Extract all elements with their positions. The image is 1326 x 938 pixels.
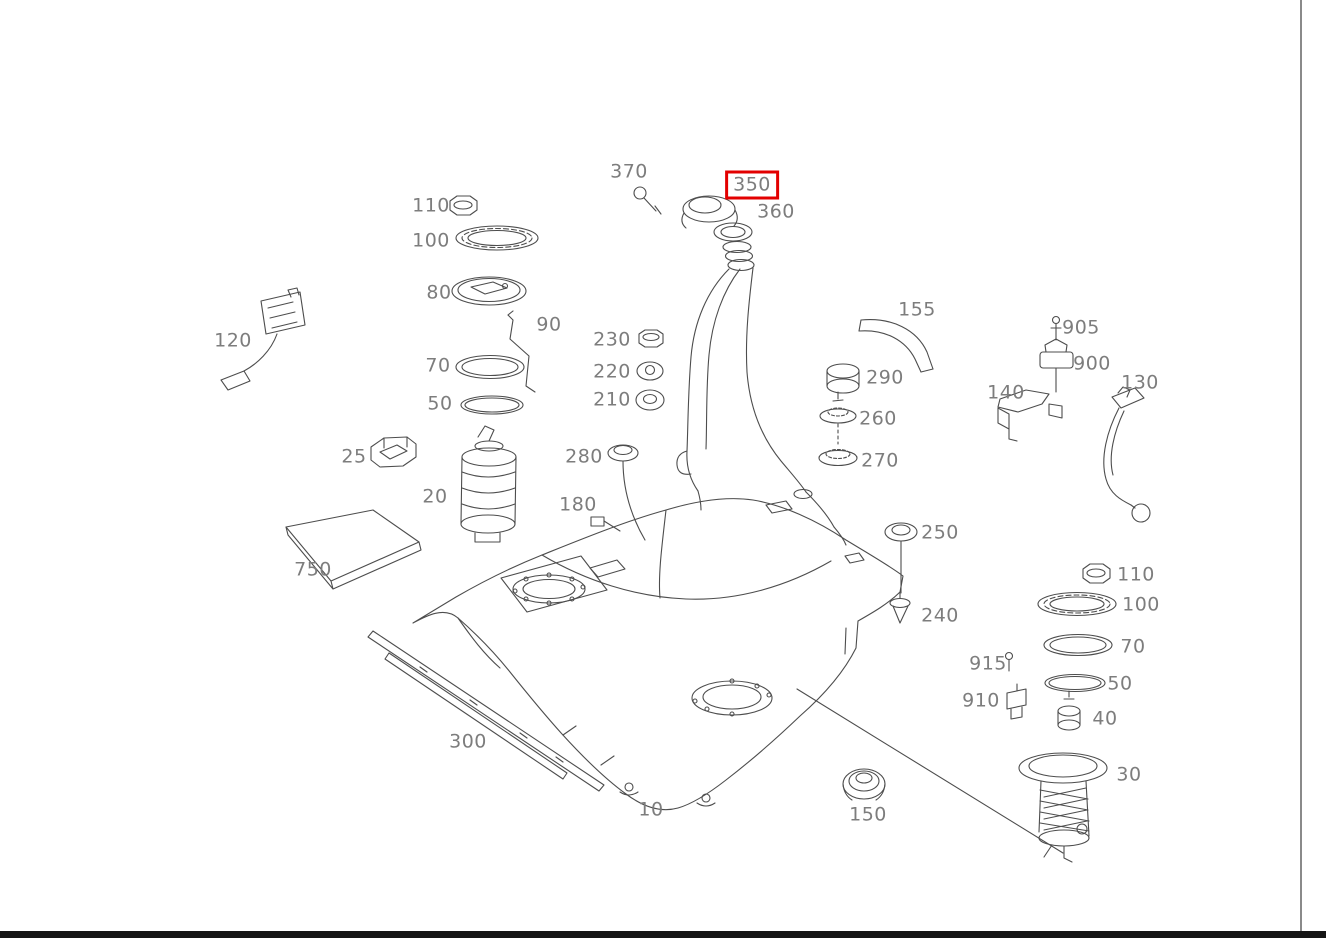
lock-ring-100-left-drawing (455, 225, 539, 251)
part-label-915[interactable]: 915 (969, 652, 1007, 675)
grommet-210-drawing (635, 389, 665, 411)
fitting-910-drawing (1006, 683, 1027, 720)
bracket-25-drawing (370, 436, 417, 468)
part-label-230[interactable]: 230 (593, 328, 631, 351)
fuel-cap-key-drawing (633, 186, 662, 215)
part-label-270[interactable]: 270 (861, 449, 899, 472)
part-label-150[interactable]: 150 (849, 803, 887, 826)
seal-150-drawing (842, 768, 886, 801)
part-label-250[interactable]: 250 (921, 521, 959, 544)
flange-cap-80-drawing (451, 276, 527, 306)
part-label-130[interactable]: 130 (1121, 371, 1159, 394)
part-label-50[interactable]: 50 (427, 392, 453, 415)
seal-ring-70-left-drawing (455, 354, 525, 380)
filler-neck-bellows-drawing (722, 240, 755, 272)
cap-290-drawing (826, 363, 860, 394)
part-label-180[interactable]: 180 (559, 493, 597, 516)
washer-220-drawing (636, 361, 664, 381)
grommet-280-drawing (607, 444, 646, 541)
fuel-sender-30-drawing (796, 688, 1108, 863)
ring-50-left-drawing (460, 395, 524, 415)
heat-shield-300-drawing (367, 630, 605, 792)
part-label-40[interactable]: 40 (1092, 707, 1118, 730)
part-label-370[interactable]: 370 (610, 160, 648, 183)
part-label-110[interactable]: 110 (412, 194, 450, 217)
part-label-100[interactable]: 100 (1122, 593, 1160, 616)
part-label-50[interactable]: 50 (1107, 672, 1133, 695)
pad-750-drawing (285, 509, 422, 590)
part-label-290[interactable]: 290 (866, 366, 904, 389)
part-label-300[interactable]: 300 (449, 730, 487, 753)
fuel-tank-10-drawing (412, 488, 904, 811)
ring-50-right-drawing (1044, 673, 1106, 693)
valve-900-drawing (1039, 338, 1074, 393)
part-label-20[interactable]: 20 (422, 485, 448, 508)
part-label-220[interactable]: 220 (593, 360, 631, 383)
fuel-pump-20-drawing (460, 425, 517, 543)
part-label-70[interactable]: 70 (425, 354, 451, 377)
rivet-240-drawing (889, 592, 911, 624)
pin-915-drawing (1004, 651, 1014, 672)
part-label-210[interactable]: 210 (593, 388, 631, 411)
part-label-90[interactable]: 90 (536, 313, 562, 336)
filler-neck-pipe-drawing (676, 267, 835, 528)
grommet-250-drawing (884, 522, 918, 594)
fitting-140-drawing (997, 389, 1063, 442)
part-label-750[interactable]: 750 (294, 558, 332, 581)
part-label-350-selected[interactable]: 350 (725, 170, 779, 200)
nut-110-left-drawing (449, 195, 478, 216)
vent-hose-drawing (858, 319, 934, 373)
valve-270-drawing (818, 448, 858, 467)
valve-40-drawing (1057, 690, 1081, 731)
nut-230-drawing (638, 329, 664, 348)
fuel-cap-drawing (681, 195, 753, 242)
part-label-260[interactable]: 260 (859, 407, 897, 430)
nut-110-right-drawing (1082, 563, 1111, 584)
seal-ring-70-right-drawing (1043, 633, 1113, 657)
rod-90-drawing (507, 310, 536, 393)
pin-905-drawing (1050, 315, 1062, 341)
part-label-155[interactable]: 155 (898, 298, 936, 321)
window-right-edge (1300, 0, 1302, 931)
lever-sender-120-drawing (220, 287, 306, 391)
part-label-900[interactable]: 900 (1073, 352, 1111, 375)
part-label-140[interactable]: 140 (987, 381, 1025, 404)
part-label-70[interactable]: 70 (1120, 635, 1146, 658)
part-label-80[interactable]: 80 (426, 281, 452, 304)
part-label-110[interactable]: 110 (1117, 563, 1155, 586)
window-bottom-bar (0, 931, 1326, 938)
part-label-280[interactable]: 280 (565, 445, 603, 468)
valve-260-drawing (819, 391, 857, 445)
part-label-10[interactable]: 10 (638, 798, 664, 821)
part-label-100[interactable]: 100 (412, 229, 450, 252)
part-label-120[interactable]: 120 (214, 329, 252, 352)
part-label-30[interactable]: 30 (1116, 763, 1142, 786)
part-label-25[interactable]: 25 (341, 445, 367, 468)
part-label-360[interactable]: 360 (757, 200, 795, 223)
part-label-905[interactable]: 905 (1062, 316, 1100, 339)
clip-180-drawing (590, 516, 621, 532)
sensor-130-drawing (1103, 386, 1151, 523)
lock-ring-100-right-drawing (1037, 591, 1117, 617)
part-label-240[interactable]: 240 (921, 604, 959, 627)
part-label-910[interactable]: 910 (962, 689, 1000, 712)
